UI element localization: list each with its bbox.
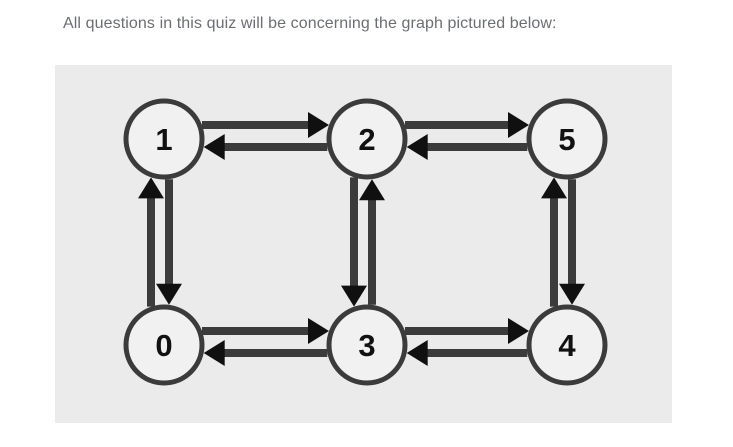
graph-node-3: [326, 304, 408, 386]
arrowhead-3-2: [359, 179, 385, 201]
graph-node-4: [526, 304, 608, 386]
graph-panel: 1 2 5 0 3 4: [55, 65, 672, 423]
arrowhead-2-1: [203, 134, 225, 160]
graph-node-2: [326, 98, 408, 180]
quiz-instruction-text: All questions in this quiz will be conce…: [63, 15, 557, 32]
arrowhead-5-4: [559, 283, 585, 305]
arrowhead-2-5: [507, 112, 529, 138]
graph-node-0: [123, 304, 205, 386]
arrowhead-5-2: [406, 134, 428, 160]
arrowhead-0-1: [138, 177, 164, 199]
arrowhead-2-3: [341, 285, 367, 307]
arrowhead-4-5: [541, 177, 567, 199]
arrowhead-1-2: [307, 112, 329, 138]
graph-node-5: [526, 98, 608, 180]
arrowhead-4-3: [406, 340, 428, 366]
graph-diagram: 1 2 5 0 3 4: [123, 98, 608, 386]
graph-node-label-2: 2: [358, 122, 375, 157]
arrowhead-0-3: [307, 318, 329, 344]
graph-node-label-5: 5: [558, 122, 575, 157]
graph-node-label-0: 0: [155, 328, 172, 363]
arrowhead-3-0: [203, 340, 225, 366]
graph-node-label-1: 1: [155, 122, 172, 157]
arrowhead-1-0: [156, 283, 182, 305]
graph-node-label-3: 3: [358, 328, 375, 363]
graph-node-1: [123, 98, 205, 180]
arrowhead-3-4: [507, 318, 529, 344]
graph-node-label-4: 4: [558, 328, 576, 363]
